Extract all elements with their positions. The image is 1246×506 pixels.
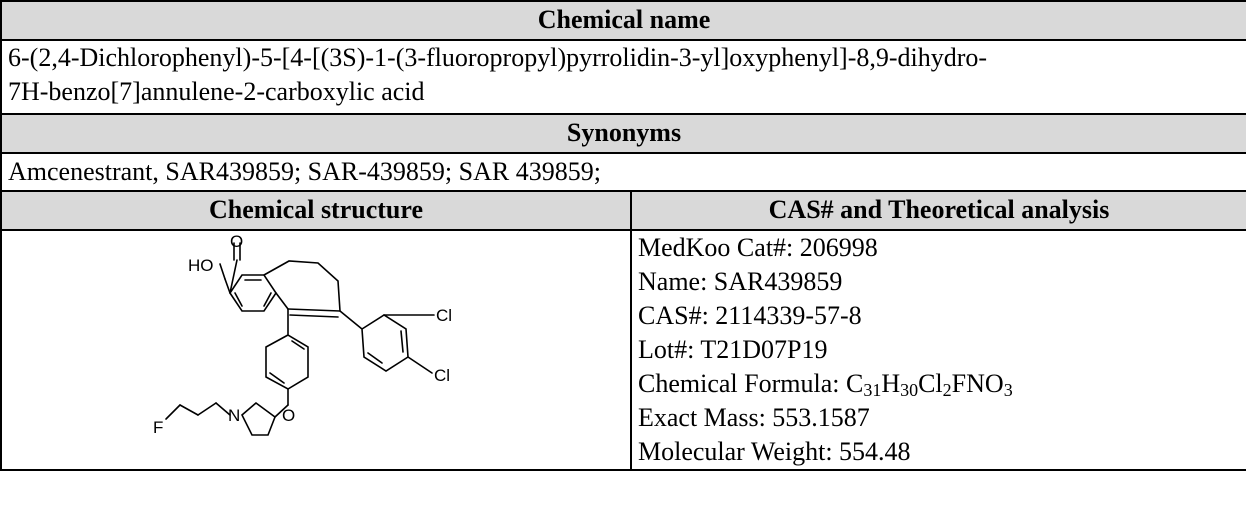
chemical-structure-diagram: O HO Cl Cl O N F [153, 232, 452, 437]
chemical-formula: Chemical Formula: C31H30Cl2FNO3 [638, 369, 1013, 400]
chemical-name-line-1: 6-(2,4-Dichlorophenyl)-5-[4-[(3S)-1-(3-f… [8, 43, 988, 72]
atom-cl-para: Cl [434, 366, 450, 385]
atom-n: N [228, 406, 240, 425]
product-info-table: Chemical name 6-(2,4-Dichlorophenyl)-5-[… [0, 0, 1246, 471]
atom-f: F [153, 418, 163, 437]
chemical-name-header: Chemical name [0, 0, 1246, 41]
chemical-name-cell: 6-(2,4-Dichlorophenyl)-5-[4-[(3S)-1-(3-f… [0, 39, 1246, 115]
synonyms-header: Synonyms [0, 113, 1246, 154]
molecular-weight: Molecular Weight: 554.48 [638, 437, 911, 466]
atom-o-ether: O [282, 406, 295, 425]
exact-mass: Exact Mass: 553.1587 [638, 403, 870, 432]
lot-number: Lot#: T21D07P19 [638, 335, 828, 364]
chemical-name-line-2: 7H-benzo[7]annulene-2-carboxylic acid [8, 77, 425, 106]
cas-analysis-header: CAS# and Theoretical analysis [630, 190, 1246, 231]
chemical-structure-header: Chemical structure [0, 190, 632, 231]
product-name: Name: SAR439859 [638, 267, 843, 296]
cas-analysis-cell: MedKoo Cat#: 206998 Name: SAR439859 CAS#… [630, 229, 1246, 471]
medkoo-cat: MedKoo Cat#: 206998 [638, 233, 878, 262]
chemical-structure-cell: O HO Cl Cl O N F [0, 229, 632, 471]
atom-o-carbonyl: O [230, 232, 243, 251]
atom-cl-ortho: Cl [436, 306, 452, 325]
cas-number: CAS#: 2114339-57-8 [638, 301, 862, 330]
atom-ho: HO [188, 256, 214, 275]
synonyms-text: Amcenestrant, SAR439859; SAR-439859; SAR… [0, 152, 1246, 192]
